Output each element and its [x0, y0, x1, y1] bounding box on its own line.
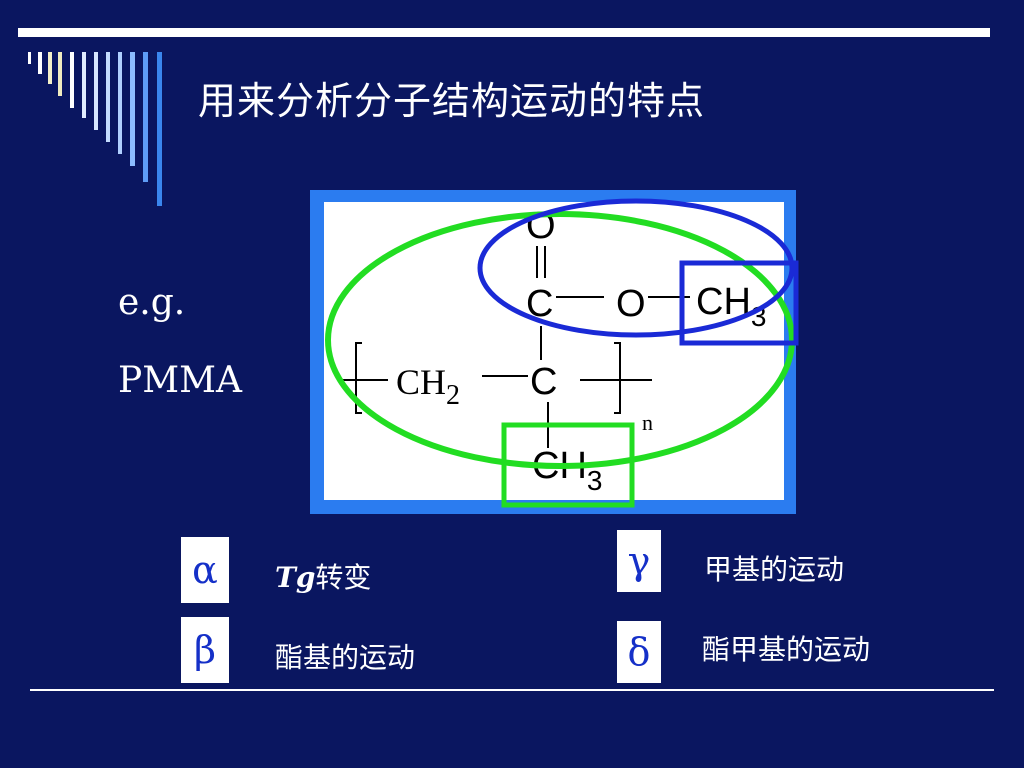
pmma-structure-diagram: O C O CH3 CH2 C n CH3	[325, 198, 799, 508]
ester-methyl-blue-box	[679, 260, 799, 346]
delta-symbol: δ	[617, 621, 661, 683]
backbone-green-ellipse	[325, 211, 795, 469]
pendant-methyl: CH3	[532, 445, 602, 496]
gamma-symbol: γ	[617, 530, 661, 592]
polymer-name: PMMA	[118, 360, 242, 401]
example-prefix: e.g.	[118, 282, 186, 323]
right-bracket	[614, 342, 621, 414]
left-bracket	[355, 342, 362, 414]
repeat-index: n	[642, 410, 653, 435]
backbone-methylene: CH2	[396, 362, 460, 411]
backbone-carbon: C	[530, 361, 557, 403]
ester-oxygen: O	[616, 283, 646, 325]
alpha-label: Tg转变	[275, 561, 372, 594]
methyl-green-box	[501, 422, 635, 508]
bottom-rule	[30, 689, 994, 691]
ester-blue-ellipse	[477, 198, 795, 338]
slide-title: 用来分析分子结构运动的特点	[198, 79, 706, 123]
gamma-label: 甲基的运动	[704, 553, 845, 586]
decorative-stripes	[28, 52, 162, 206]
ester-methyl: CH3	[696, 281, 766, 332]
beta-symbol: β	[181, 617, 229, 683]
top-rule	[18, 28, 990, 37]
alpha-symbol: α	[181, 537, 229, 603]
beta-label: 酯基的运动	[275, 641, 416, 674]
delta-label: 酯甲基的运动	[702, 633, 871, 666]
